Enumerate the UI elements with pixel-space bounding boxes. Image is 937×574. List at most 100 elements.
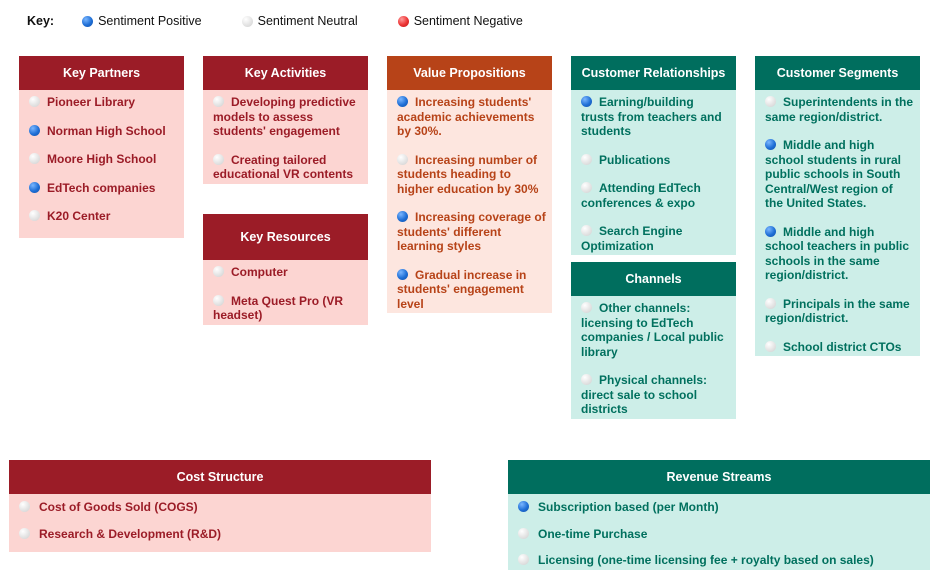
key-positive: Sentiment Positive <box>82 14 202 28</box>
list-item: Moore High School <box>19 150 184 169</box>
value-propositions-list: Increasing students' academic achievemen… <box>387 90 552 313</box>
positive-dot-icon <box>518 501 529 512</box>
key-neutral-label: Sentiment Neutral <box>257 14 358 28</box>
list-item: Meta Quest Pro (VR headset) <box>203 292 368 325</box>
list-item-text: Meta Quest Pro (VR headset) <box>213 293 344 323</box>
list-item: Subscription based (per Month) <box>508 498 930 517</box>
cost-structure-box: Cost Structure Cost of Goods Sold (COGS)… <box>9 460 431 552</box>
revenue-streams-list: Subscription based (per Month) One-time P… <box>508 494 930 570</box>
list-item-text: Superintendents in the same region/distr… <box>765 95 914 124</box>
list-item: Increasing number of students heading to… <box>387 151 552 199</box>
customer-segments-box: Customer Segments Superintendents in the… <box>755 56 920 366</box>
list-item: EdTech companies <box>19 179 184 198</box>
list-item-text: Increasing coverage of students' differe… <box>397 210 546 253</box>
positive-dot-icon <box>581 96 592 107</box>
list-item-text: Increasing students' academic achievemen… <box>397 95 535 138</box>
revenue-streams-title: Revenue Streams <box>508 460 930 494</box>
list-item-text: Search Engine Optimization <box>581 224 683 253</box>
neutral-dot-icon <box>581 225 592 236</box>
list-item: Licensing (one-time licensing fee + roya… <box>508 551 930 570</box>
list-item-text: Middle and high school teachers in publi… <box>765 224 910 283</box>
list-item: K20 Center <box>19 207 184 226</box>
neutral-dot-icon <box>19 501 30 512</box>
list-item: Search Engine Optimization <box>571 222 736 255</box>
customer-segments-title: Customer Segments <box>755 56 920 90</box>
channels-list: Other channels: licensing to EdTech comp… <box>571 296 736 419</box>
list-item-text: Gradual increase in students' engagement… <box>397 267 527 311</box>
list-item-text: Creating tailored educational VR content… <box>213 152 354 182</box>
list-item-text: Other channels: licensing to EdTech comp… <box>581 301 724 359</box>
list-item-text: Middle and high school students in rural… <box>765 138 902 210</box>
customer-segments-list: Superintendents in the same region/distr… <box>755 90 920 356</box>
list-item: Publications <box>571 151 736 170</box>
key-negative-label: Sentiment Negative <box>413 14 523 28</box>
key-title: Key: <box>27 14 55 28</box>
channels-title: Channels <box>571 262 736 296</box>
positive-dot-icon <box>397 96 408 107</box>
neutral-dot-icon <box>241 15 253 27</box>
key-negative: Sentiment Negative <box>397 14 523 28</box>
list-item: Computer <box>203 263 368 282</box>
list-item: Research & Development (R&D) <box>9 525 431 544</box>
negative-dot-icon <box>397 15 409 27</box>
list-item-text: Research & Development (R&D) <box>39 526 222 541</box>
list-item: Physical channels: direct sale to school… <box>571 371 736 419</box>
list-item-text: Computer <box>231 265 288 279</box>
list-item-text: Pioneer Library <box>47 95 136 109</box>
neutral-dot-icon <box>581 374 592 385</box>
positive-dot-icon <box>765 225 776 237</box>
key-positive-label: Sentiment Positive <box>98 14 202 28</box>
positive-dot-icon <box>397 211 408 222</box>
list-item: Middle and high school teachers in publi… <box>755 223 920 285</box>
list-item-text: Publications <box>599 152 671 167</box>
list-item-text: K20 Center <box>47 209 111 223</box>
key-neutral: Sentiment Neutral <box>241 14 358 28</box>
list-item: Principals in the same region/district. <box>755 295 920 328</box>
neutral-dot-icon <box>19 527 30 539</box>
list-item: Increasing coverage of students' differe… <box>387 208 552 256</box>
list-item-text: Subscription based (per Month) <box>538 500 719 514</box>
neutral-dot-icon <box>581 182 592 193</box>
positive-dot-icon <box>29 124 40 136</box>
list-item: Attending EdTech conferences & expo <box>571 179 736 212</box>
list-item: Increasing students' academic achievemen… <box>387 93 552 141</box>
customer-relationships-title: Customer Relationships <box>571 56 736 90</box>
list-item-text: Cost of Goods Sold (COGS) <box>39 500 198 514</box>
list-item-text: One-time Purchase <box>538 526 648 541</box>
cost-structure-list: Cost of Goods Sold (COGS) Research & Deve… <box>9 494 431 552</box>
list-item: Pioneer Library <box>19 93 184 112</box>
list-item-text: Licensing (one-time licensing fee + roya… <box>538 553 874 567</box>
list-item-text: Developing predictive models to assess s… <box>213 95 356 138</box>
neutral-dot-icon <box>213 96 224 107</box>
neutral-dot-icon <box>518 554 529 565</box>
positive-dot-icon <box>29 181 40 193</box>
neutral-dot-icon <box>29 96 40 107</box>
sentiment-key: Key: Sentiment Positive Sentiment Neutra… <box>27 12 563 30</box>
positive-dot-icon <box>397 268 408 280</box>
list-item: One-time Purchase <box>508 525 930 544</box>
neutral-dot-icon <box>213 153 224 165</box>
neutral-dot-icon <box>213 294 224 306</box>
neutral-dot-icon <box>581 153 592 165</box>
neutral-dot-icon <box>29 153 40 164</box>
neutral-dot-icon <box>29 210 40 221</box>
positive-dot-icon <box>765 139 776 150</box>
list-item: Superintendents in the same region/distr… <box>755 93 920 126</box>
list-item: School district CTOs <box>755 338 920 357</box>
key-partners-title: Key Partners <box>19 56 184 90</box>
list-item-text: Norman High School <box>47 123 166 138</box>
neutral-dot-icon <box>213 266 224 277</box>
list-item: Middle and high school students in rural… <box>755 136 920 213</box>
neutral-dot-icon <box>518 527 529 539</box>
list-item-text: Moore High School <box>47 152 157 166</box>
list-item: Creating tailored educational VR content… <box>203 151 368 184</box>
list-item-text: Earning/building trusts from teachers an… <box>581 95 722 138</box>
list-item-text: Physical channels: direct sale to school… <box>581 373 708 416</box>
customer-relationships-box: Customer Relationships Earning/building … <box>571 56 736 265</box>
channels-box: Channels Other channels: licensing to Ed… <box>571 262 736 429</box>
neutral-dot-icon <box>765 96 776 107</box>
